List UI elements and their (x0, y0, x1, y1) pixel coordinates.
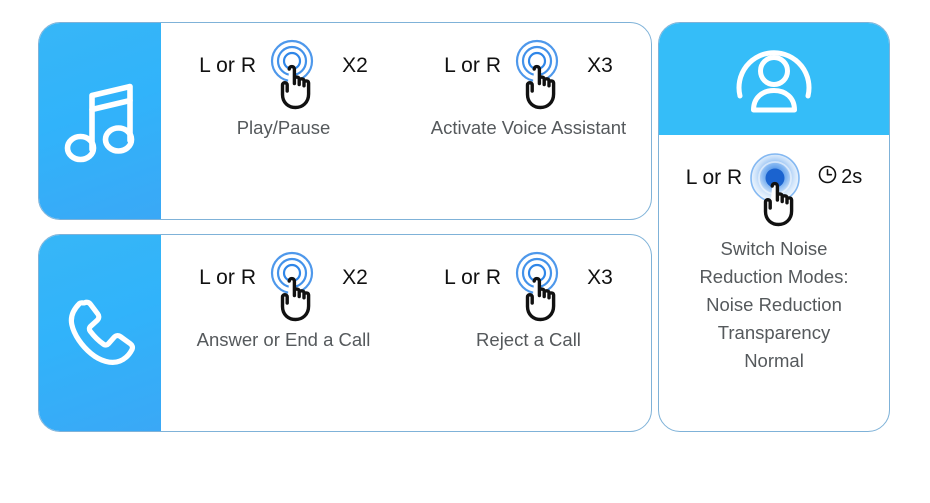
gesture-side-label: L or R (685, 166, 743, 189)
card-noise-reduction: L or R (658, 22, 890, 432)
noise-caption-line: Noise Reduction (706, 294, 842, 316)
hold-duration-label: 2s (841, 166, 863, 188)
tap-gesture-icon (264, 251, 334, 325)
action-reject-call[interactable]: L or R X3 Reject a Call (406, 235, 651, 353)
gesture-row: L or R X2 (199, 39, 368, 113)
gesture-count-label: X2 (342, 266, 368, 289)
action-answer-end-call[interactable]: L or R X2 Answer or End a Call (161, 235, 406, 353)
gesture-side-label: L or R (199, 266, 257, 289)
call-actions: L or R X2 Answer or End a Call (161, 235, 651, 431)
gesture-row: L or R (659, 153, 889, 231)
gesture-side-label: L or R (444, 54, 502, 77)
gesture-side-label: L or R (444, 266, 502, 289)
gesture-count-label: X2 (342, 54, 368, 77)
gesture-row: L or R X3 (444, 251, 613, 325)
music-note-icon (62, 79, 138, 163)
gesture-count-label: X3 (587, 266, 613, 289)
card-call-controls: L or R X2 Answer or End a Call (38, 234, 652, 432)
action-caption: Activate Voice Assistant (430, 117, 627, 138)
gesture-side-label: L or R (199, 54, 257, 77)
noise-icon-panel (659, 23, 889, 135)
noise-caption-line: Transparency (717, 322, 831, 344)
hold-duration: 2s (818, 153, 862, 189)
tap-gesture-icon (509, 251, 579, 325)
tap-gesture-icon (509, 39, 579, 113)
phone-handset-icon (58, 291, 142, 375)
clock-icon (818, 165, 837, 189)
card-music-controls: L or R X2 Play/Pause L o (38, 22, 652, 220)
noise-body: L or R (659, 135, 889, 431)
tap-gesture-icon (264, 39, 334, 113)
tap-gesture-hold-icon (744, 153, 816, 227)
action-caption: Play/Pause (236, 117, 331, 138)
phone-icon-panel (39, 235, 161, 431)
action-play-pause[interactable]: L or R X2 Play/Pause (161, 23, 406, 141)
noise-caption-line: Normal (744, 350, 804, 372)
gesture-row: L or R X2 (199, 251, 368, 325)
action-caption: Reject a Call (476, 329, 581, 350)
noise-caption: Switch Noise Reduction Modes: Noise Redu… (699, 235, 848, 376)
gesture-row: L or R X3 (444, 39, 613, 113)
music-actions: L or R X2 Play/Pause L o (161, 23, 651, 219)
noise-caption-line: Switch Noise (720, 238, 828, 259)
person-avatar-icon (728, 34, 820, 125)
action-caption: Answer or End a Call (196, 329, 371, 350)
noise-caption-line: Reduction Modes: (699, 266, 849, 288)
gesture-count-label: X3 (587, 54, 613, 77)
music-icon-panel (39, 23, 161, 219)
action-activate-voice-assistant[interactable]: L or R X3 Activate Voice Assistant (406, 23, 651, 141)
